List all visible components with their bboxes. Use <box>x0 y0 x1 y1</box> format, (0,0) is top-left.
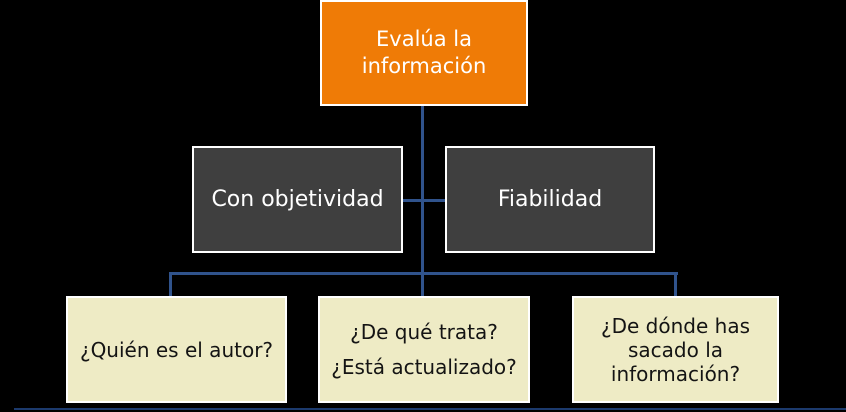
root-node-evalua-informacion: Evalúa la información <box>320 0 528 106</box>
leaf-node-paragraph: ¿Quién es el autor? <box>79 337 274 362</box>
bottom-edge-rule <box>14 408 846 410</box>
leaf-node-paragraph: ¿Está actualizado? <box>331 355 517 379</box>
branch-node-label: Fiabilidad <box>497 186 603 212</box>
connector-distribution-horizontal <box>169 272 678 275</box>
leaf-node-de-donde-has-sacado: ¿De dónde has sacado la información? <box>572 296 779 403</box>
root-node-label: Evalúa la información <box>361 26 487 78</box>
connector-drop-left <box>169 272 172 298</box>
leaf-node-de-que-trata-actualizado: ¿De qué trata? ¿Está actualizado? <box>318 296 530 403</box>
leaf-node-paragraph: ¿De qué trata? <box>350 320 498 344</box>
connector-branches-horizontal <box>401 199 447 202</box>
branch-node-fiabilidad: Fiabilidad <box>445 146 655 253</box>
connector-drop-right <box>674 272 677 298</box>
leaf-node-paragraph: ¿De dónde has sacado la información? <box>601 313 750 386</box>
branch-node-con-objetividad: Con objetividad <box>192 146 403 253</box>
leaf-node-quien-es-el-autor: ¿Quién es el autor? <box>66 296 287 403</box>
branch-node-label: Con objetividad <box>211 186 384 212</box>
